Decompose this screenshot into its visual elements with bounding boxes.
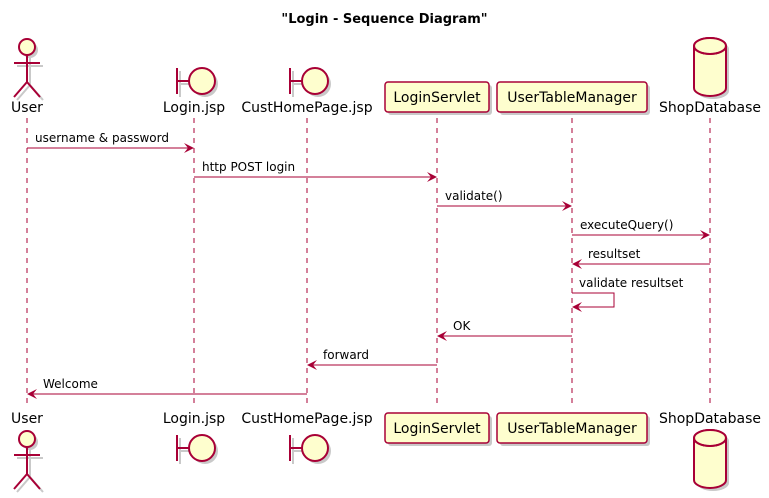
participant-label-login_jsp-top: Login.jsp: [163, 100, 225, 116]
participant-label-user_table_manager-top: UserTableManager: [507, 90, 637, 106]
participant-login_jsp-top: [176, 67, 218, 97]
participant-label-cust_home-bottom: CustHomePage.jsp: [241, 411, 372, 427]
participant-label-shop_database-top: ShopDatabase: [659, 100, 761, 116]
participant-cust_home-bottom: [289, 434, 331, 464]
message-3: validate(): [437, 189, 572, 211]
message-label-1: username & password: [35, 131, 169, 145]
message-8: forward: [307, 348, 437, 370]
participant-label-shop_database-bottom: ShopDatabase: [659, 411, 761, 427]
participant-user_table_manager-bottom: UserTableManager: [496, 412, 650, 446]
message-label-6: validate resultset: [579, 276, 684, 290]
lifelines: [26, 118, 711, 408]
participant-label-user-bottom: User: [11, 411, 43, 427]
participant-label-login_jsp-bottom: Login.jsp: [163, 411, 225, 427]
participant-label-cust_home-top: CustHomePage.jsp: [241, 100, 372, 116]
participant-user-top: [13, 38, 44, 101]
message-6: validate resultset: [572, 276, 684, 312]
message-label-4: executeQuery(): [580, 218, 673, 232]
participant-login_servlet-top: LoginServlet: [384, 81, 492, 115]
participant-label-login_servlet-bottom: LoginServlet: [393, 421, 481, 437]
message-label-7: OK: [453, 319, 471, 333]
participant-shop_database-top: [693, 37, 729, 99]
message-4: executeQuery(): [572, 218, 710, 240]
participant-shop_database-bottom: [693, 429, 729, 491]
diagram-title: "Login - Sequence Diagram": [281, 12, 487, 27]
participant-label-login_servlet-top: LoginServlet: [393, 90, 481, 106]
participant-cust_home-top: [289, 67, 331, 97]
message-label-9: Welcome: [43, 377, 98, 391]
participant-login_jsp-bottom: [176, 434, 218, 464]
message-9: Welcome: [27, 377, 307, 399]
participants: UserUserLogin.jspLogin.jspCustHomePage.j…: [11, 37, 761, 493]
message-arrow-6: [572, 292, 615, 312]
participant-label-user_table_manager-bottom: UserTableManager: [507, 421, 637, 437]
message-label-8: forward: [323, 348, 369, 362]
messages: username & password http POST login valida…: [27, 131, 710, 399]
message-7: OK: [437, 319, 572, 341]
message-label-5: resultset: [588, 247, 641, 261]
participant-login_servlet-bottom: LoginServlet: [384, 412, 492, 446]
message-5: resultset: [572, 247, 710, 269]
participant-user-bottom: [13, 430, 44, 493]
message-1: username & password: [27, 131, 194, 153]
message-2: http POST login: [194, 160, 437, 182]
message-label-3: validate(): [445, 189, 503, 203]
participant-user_table_manager-top: UserTableManager: [496, 81, 650, 115]
participant-label-user-top: User: [11, 100, 43, 116]
message-label-2: http POST login: [202, 160, 295, 174]
